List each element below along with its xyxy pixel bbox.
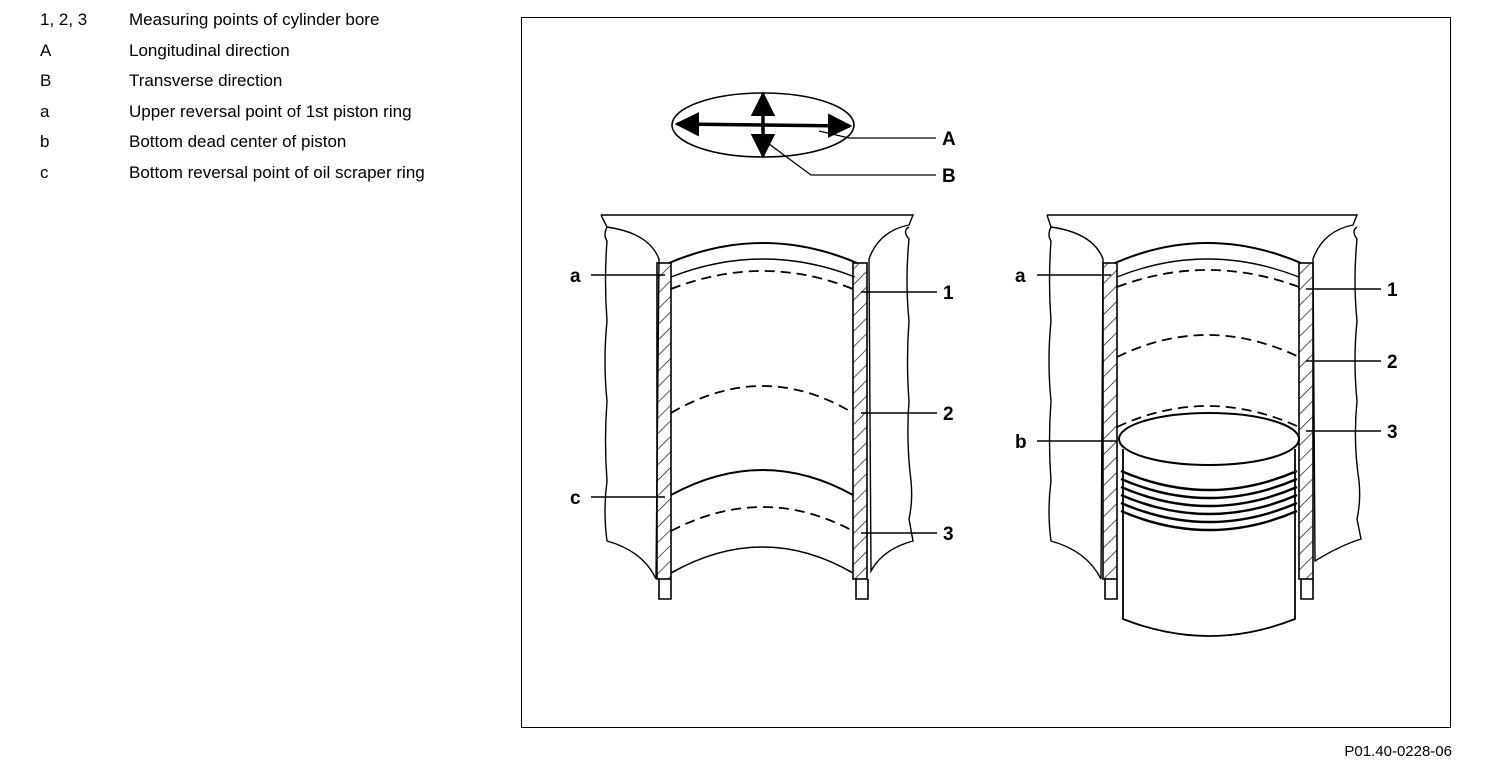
- left-cylinder: a c 1 2 3: [570, 214, 954, 600]
- callout-B: B: [942, 166, 956, 187]
- callout-a-right: a: [1015, 266, 1026, 287]
- legend-row: B Transverse direction: [40, 68, 480, 93]
- piston-ring: [1120, 477, 1298, 500]
- measure-line-1-left: [670, 270, 854, 290]
- legend-row: a Upper reversal point of 1st piston rin…: [40, 99, 480, 124]
- measure-line-2-right: [1116, 334, 1300, 358]
- cylinder-bore-diagram: A B a c 1 2 3: [570, 91, 1398, 637]
- measure-line-1-right: [1116, 269, 1300, 288]
- left-wall-foot-right: [855, 579, 869, 600]
- callout-a-left: a: [570, 266, 581, 287]
- measure-line-2-left: [670, 385, 854, 414]
- legend: 1, 2, 3 Measuring points of cylinder bor…: [40, 7, 480, 190]
- left-block-outline: [600, 214, 915, 580]
- callout-3-left: 3: [943, 524, 954, 545]
- right-bore-inner-rim: [1116, 258, 1300, 278]
- reversal-line-c: [670, 469, 854, 496]
- right-wall-hatch-left: [1102, 262, 1118, 580]
- right-wall-foot-right: [1300, 579, 1314, 600]
- right-cylinder: a b 1 2 3: [1015, 214, 1398, 637]
- left-wall-foot-left: [658, 579, 672, 600]
- legend-text: Longitudinal direction: [129, 40, 290, 60]
- figure-frame: A B a c 1 2 3: [521, 17, 1451, 728]
- bore-cross-section: A B: [671, 91, 956, 187]
- legend-text: Upper reversal point of 1st piston ring: [129, 101, 412, 121]
- legend-key: B: [40, 71, 52, 90]
- left-bore-bottom-rim: [670, 546, 854, 574]
- callout-1-right: 1: [1387, 280, 1398, 301]
- legend-key: A: [40, 40, 52, 60]
- piston: [1118, 412, 1300, 637]
- legend-text: Bottom reversal point of oil scraper rin…: [129, 162, 425, 182]
- legend-text: Transverse direction: [129, 71, 283, 90]
- right-wall-foot-left: [1104, 579, 1118, 600]
- callout-3-right: 3: [1387, 422, 1398, 443]
- legend-row: b Bottom dead center of piston: [40, 129, 480, 154]
- piston-body: [1122, 449, 1296, 637]
- measure-line-3-left: [670, 506, 854, 532]
- left-bore-top-rim: [668, 242, 858, 264]
- measure-line-3-right: [1116, 405, 1300, 428]
- leader-line-B: [764, 140, 936, 176]
- left-wall-hatch-right: [852, 262, 868, 580]
- legend-row: c Bottom reversal point of oil scraper r…: [40, 160, 480, 185]
- legend-text: Bottom dead center of piston: [129, 132, 347, 151]
- callout-1-left: 1: [943, 283, 954, 304]
- legend-key: a: [40, 101, 50, 121]
- right-wall-hatch-right: [1298, 262, 1314, 580]
- piston-ring: [1120, 485, 1298, 508]
- legend-key: 1, 2, 3: [40, 10, 88, 29]
- piston-ring: [1120, 509, 1298, 532]
- legend-key: b: [40, 132, 50, 151]
- callout-A: A: [942, 129, 956, 150]
- legend-row: 1, 2, 3 Measuring points of cylinder bor…: [40, 7, 480, 32]
- callout-2-right: 2: [1387, 352, 1398, 373]
- figure-code: P01.40-0228-06: [1344, 743, 1452, 760]
- left-bore-inner-rim: [670, 258, 856, 278]
- legend-row: A Longitudinal direction: [40, 38, 480, 63]
- left-wall-hatch-left: [656, 262, 672, 580]
- callout-2-left: 2: [943, 404, 954, 425]
- piston-ring: [1120, 501, 1298, 524]
- piston-crown: [1118, 412, 1300, 466]
- legend-key: c: [40, 162, 49, 182]
- legend-text: Measuring points of cylinder bore: [129, 10, 380, 29]
- piston-ring: [1120, 493, 1298, 516]
- callout-c-left: c: [570, 488, 581, 509]
- piston-ring: [1120, 469, 1298, 492]
- right-bore-top-rim: [1114, 242, 1302, 264]
- callout-b-right: b: [1015, 432, 1027, 453]
- leader-line-A: [818, 130, 936, 139]
